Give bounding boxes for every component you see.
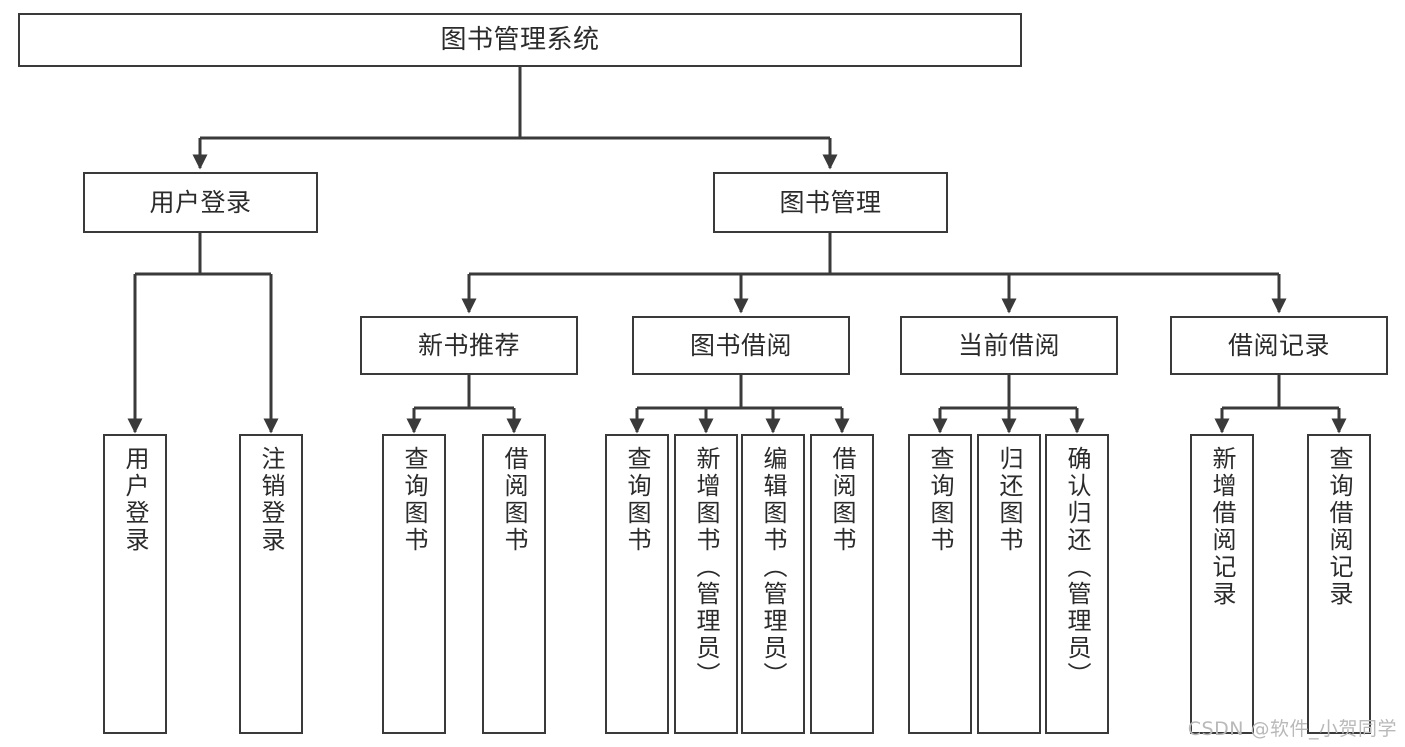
- node-leaf-logout-label: 注销登录: [257, 446, 285, 554]
- node-leaf-add-book-label: 新增图书（管理员）: [692, 446, 720, 689]
- node-leaf-add-book[interactable]: 新增图书（管理员）: [674, 434, 738, 734]
- node-book-manage-label: 图书管理: [779, 188, 882, 217]
- node-book-borrow[interactable]: 图书借阅: [632, 316, 850, 375]
- node-leaf-query-book-3-label: 查询图书: [926, 446, 954, 554]
- node-book-borrow-label: 图书借阅: [689, 331, 792, 360]
- node-leaf-query-book-1[interactable]: 查询图书: [382, 434, 446, 734]
- node-leaf-add-record[interactable]: 新增借阅记录: [1190, 434, 1254, 734]
- node-user-login-label: 用户登录: [149, 188, 252, 217]
- node-leaf-query-book-1-label: 查询图书: [400, 446, 428, 554]
- node-borrow-record[interactable]: 借阅记录: [1170, 316, 1388, 375]
- node-leaf-user-login[interactable]: 用户登录: [103, 434, 167, 734]
- node-leaf-borrow-book-2[interactable]: 借阅图书: [810, 434, 874, 734]
- node-leaf-return-book-label: 归还图书: [995, 446, 1023, 554]
- node-leaf-return-book[interactable]: 归还图书: [977, 434, 1041, 734]
- node-leaf-logout[interactable]: 注销登录: [239, 434, 303, 734]
- node-leaf-query-book-2-label: 查询图书: [623, 446, 651, 554]
- node-current-borrow-label: 当前借阅: [957, 331, 1060, 360]
- node-borrow-record-label: 借阅记录: [1227, 331, 1330, 360]
- node-root-label: 图书管理系统: [440, 25, 600, 55]
- node-book-manage[interactable]: 图书管理: [713, 172, 948, 233]
- node-leaf-query-record-label: 查询借阅记录: [1325, 446, 1353, 608]
- node-user-login[interactable]: 用户登录: [83, 172, 318, 233]
- node-root[interactable]: 图书管理系统: [18, 13, 1022, 67]
- node-leaf-confirm-return[interactable]: 确认归还（管理员）: [1045, 434, 1109, 734]
- node-leaf-query-book-3[interactable]: 查询图书: [908, 434, 972, 734]
- node-leaf-confirm-return-label: 确认归还（管理员）: [1063, 446, 1091, 689]
- node-leaf-borrow-book-1[interactable]: 借阅图书: [482, 434, 546, 734]
- node-leaf-edit-book[interactable]: 编辑图书（管理员）: [741, 434, 805, 734]
- node-leaf-add-record-label: 新增借阅记录: [1208, 446, 1236, 608]
- node-leaf-edit-book-label: 编辑图书（管理员）: [759, 446, 787, 689]
- watermark-text: CSDN @软件_小贺同学: [1187, 718, 1397, 740]
- node-new-book-rec-label: 新书推荐: [417, 331, 520, 360]
- node-leaf-query-book-2[interactable]: 查询图书: [605, 434, 669, 734]
- node-leaf-user-login-label: 用户登录: [121, 446, 149, 554]
- node-leaf-query-record[interactable]: 查询借阅记录: [1307, 434, 1371, 734]
- node-new-book-rec[interactable]: 新书推荐: [360, 316, 578, 375]
- node-leaf-borrow-book-2-label: 借阅图书: [828, 446, 856, 554]
- node-current-borrow[interactable]: 当前借阅: [900, 316, 1118, 375]
- node-leaf-borrow-book-1-label: 借阅图书: [500, 446, 528, 554]
